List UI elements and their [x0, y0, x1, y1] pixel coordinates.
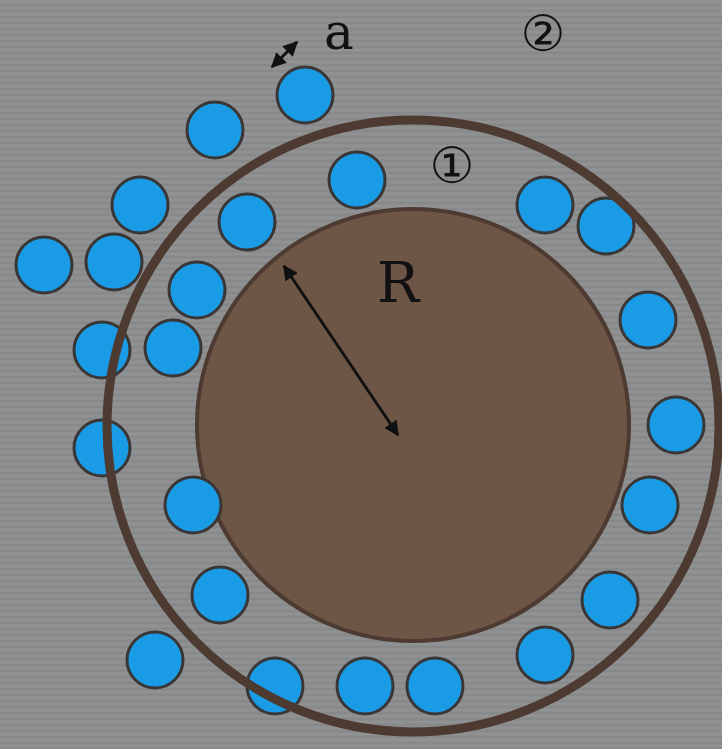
dimension-label: R [377, 255, 419, 311]
region-number: ② [521, 9, 566, 59]
particles [16, 67, 704, 714]
diameter-arrow [272, 42, 297, 67]
dimension-label: a [324, 7, 354, 57]
region-number: ① [430, 141, 475, 191]
shell-boundary [107, 120, 719, 732]
core-sphere [197, 209, 629, 641]
